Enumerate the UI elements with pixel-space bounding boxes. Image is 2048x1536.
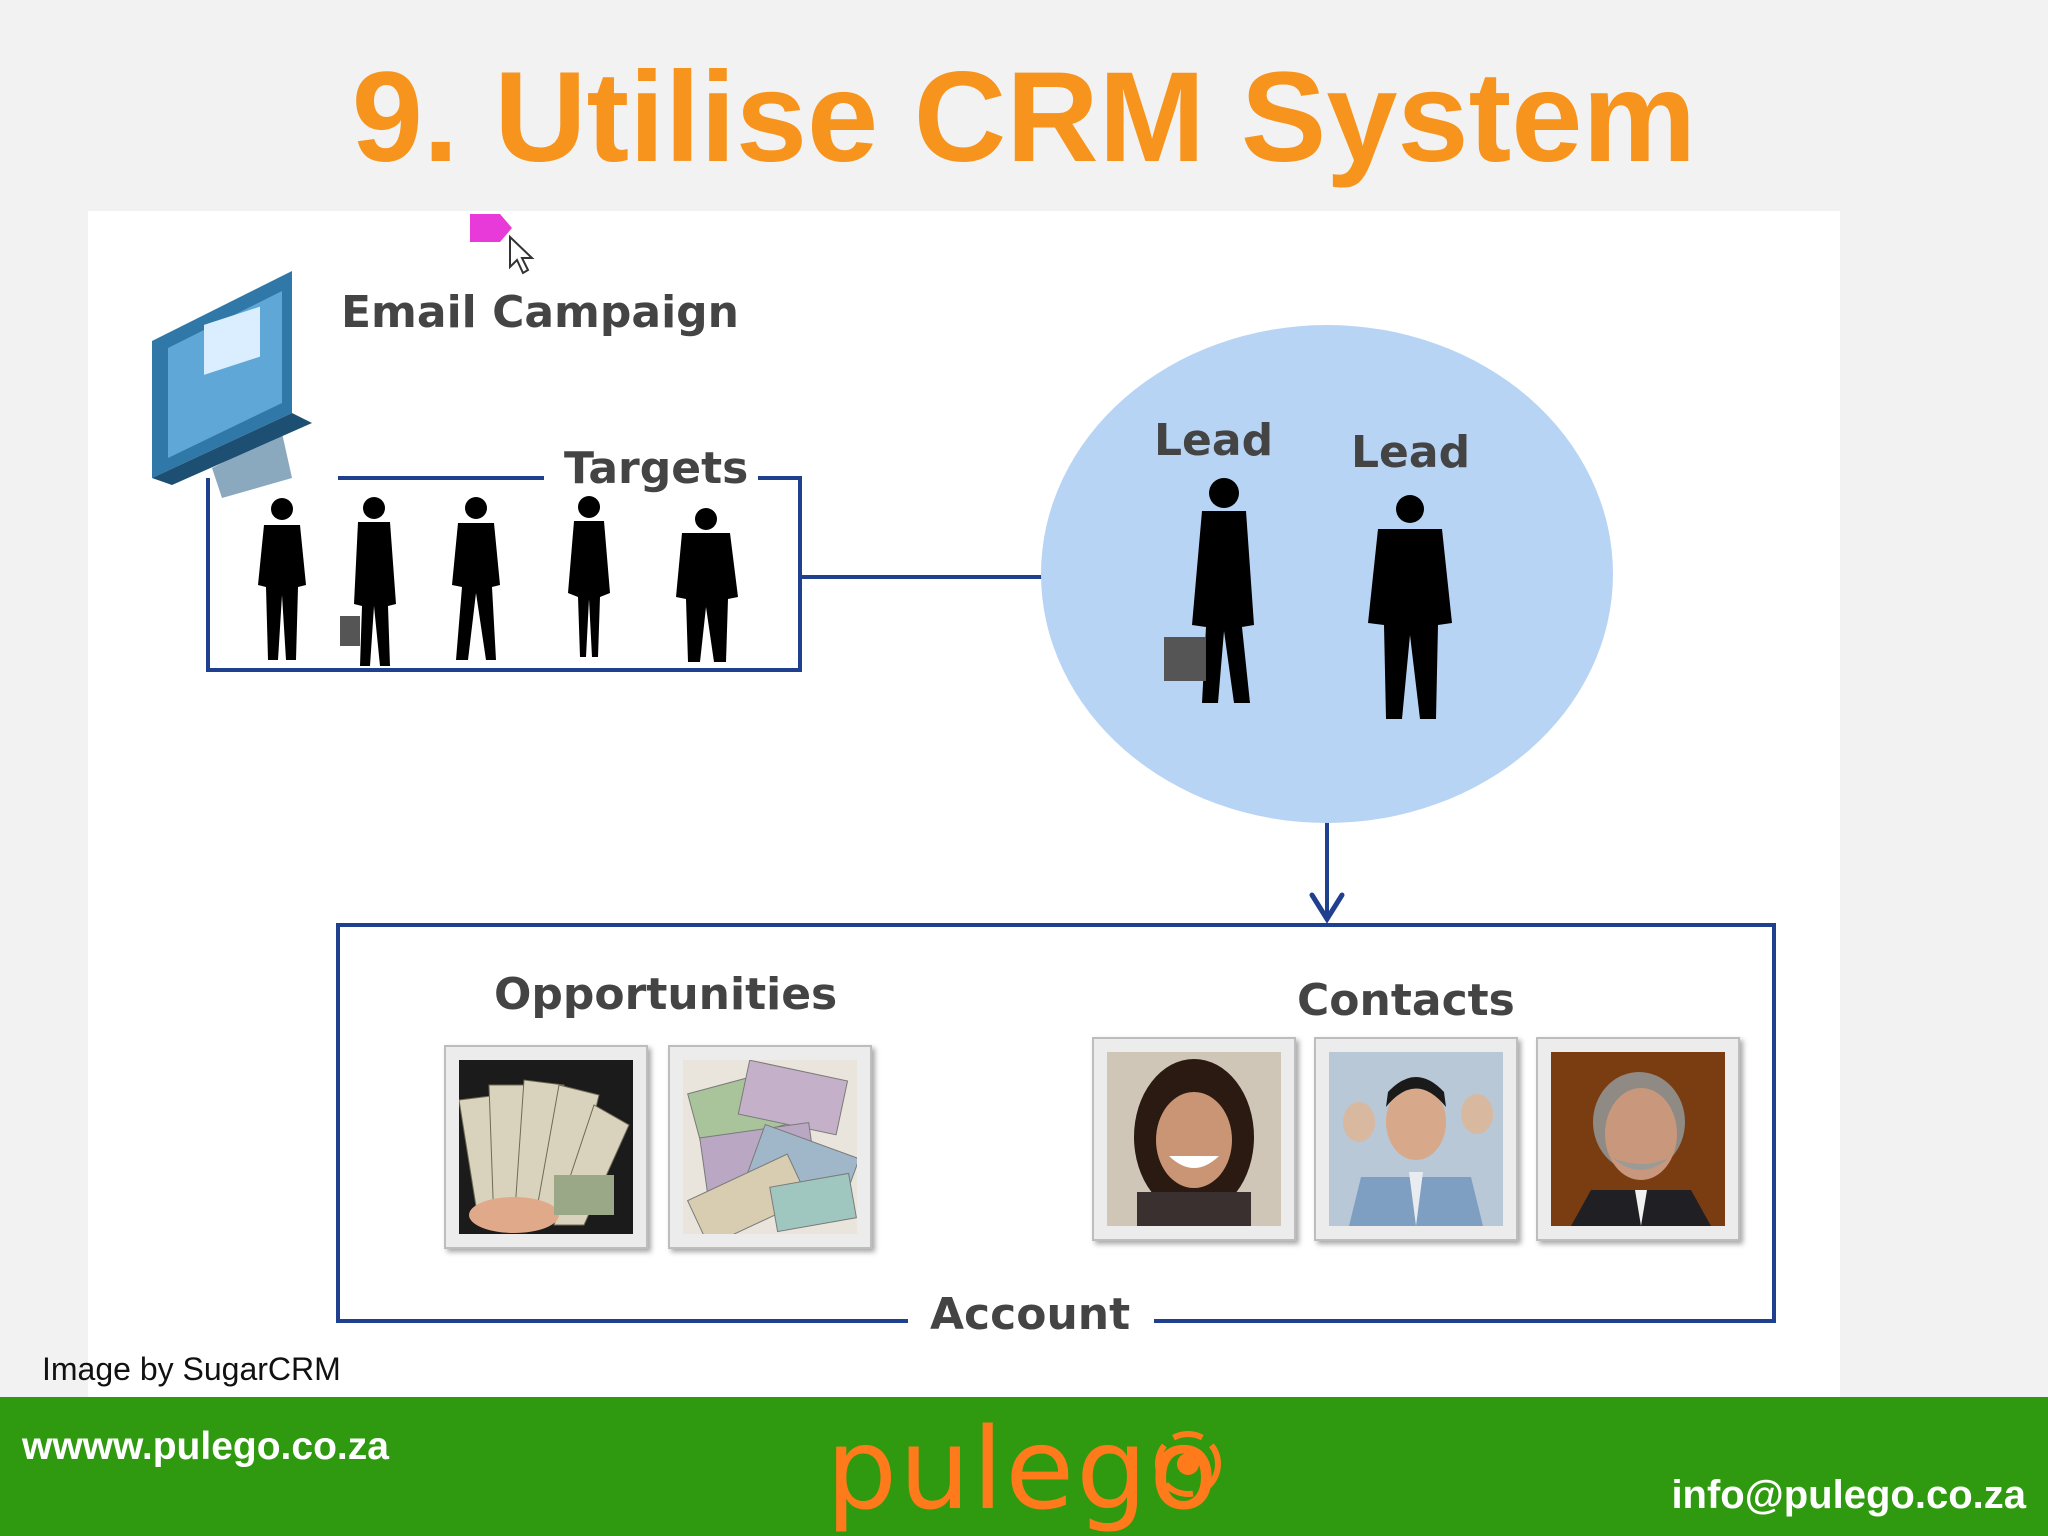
person-silhouette-icon bbox=[1164, 478, 1254, 703]
person-silhouette-icon bbox=[340, 497, 396, 666]
pulego-logo: pulego bbox=[826, 1406, 1226, 1534]
person-silhouette-icon bbox=[452, 497, 500, 660]
contact-photo bbox=[1536, 1037, 1740, 1241]
contacts-label: Contacts bbox=[1297, 975, 1515, 1026]
contact-photo bbox=[1314, 1037, 1518, 1241]
targets-label: Targets bbox=[564, 443, 749, 494]
account-label: Account bbox=[930, 1289, 1131, 1340]
lead-label-1: Lead bbox=[1154, 415, 1274, 466]
footer-email-link[interactable]: info@pulego.co.za bbox=[1671, 1473, 2026, 1517]
email-campaign-label: Email Campaign bbox=[341, 287, 739, 338]
opportunities-label: Opportunities bbox=[494, 969, 838, 1020]
contact-photo bbox=[1092, 1037, 1296, 1241]
footer-bar bbox=[0, 1397, 2048, 1536]
person-silhouette-icon bbox=[568, 496, 610, 657]
person-silhouette-icon bbox=[258, 498, 306, 660]
money-photo bbox=[668, 1045, 872, 1249]
computer-monitor-icon bbox=[152, 271, 312, 498]
person-silhouette-icon bbox=[676, 508, 738, 662]
image-credit: Image by SugarCRM bbox=[42, 1351, 341, 1387]
person-silhouette-icon bbox=[1368, 495, 1452, 719]
logo-text: pulego bbox=[826, 1405, 1220, 1535]
slide-title: 9. Utilise CRM System bbox=[351, 46, 1697, 189]
crm-diagram: Email Campaign Targets Lead Lead Opportu… bbox=[88, 211, 1840, 1397]
footer-website-link[interactable]: wwww.pulego.co.za bbox=[22, 1425, 389, 1468]
logo-target-icon bbox=[1155, 1431, 1221, 1497]
lead-label-2: Lead bbox=[1351, 427, 1471, 478]
diagram-connectors bbox=[206, 325, 1776, 1323]
cursor-icon bbox=[470, 214, 535, 275]
money-photo bbox=[444, 1045, 648, 1249]
